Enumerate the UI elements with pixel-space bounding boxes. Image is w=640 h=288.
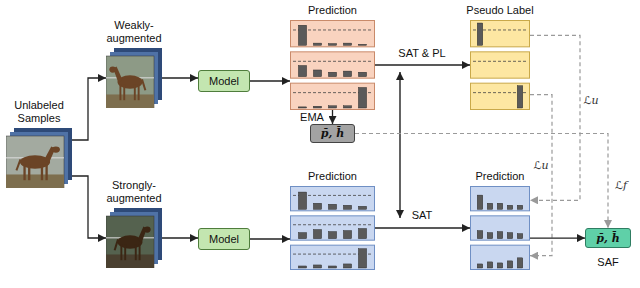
connector xyxy=(162,237,198,238)
prediction-panels: Prediction xyxy=(470,186,530,270)
connector xyxy=(72,78,106,140)
model-box: Model xyxy=(198,228,250,250)
connector xyxy=(72,176,106,238)
output-box: p̄, h̄ xyxy=(585,228,631,248)
connector xyxy=(250,238,290,239)
edge-label: ℒu xyxy=(531,159,550,172)
probability-panels xyxy=(290,20,375,110)
prediction-panels: Prediction xyxy=(290,20,375,110)
connector xyxy=(530,237,585,238)
probability-panels xyxy=(290,186,375,270)
double-arrow xyxy=(399,72,400,218)
connector xyxy=(375,227,470,228)
connector xyxy=(375,64,470,65)
edge-label: EMA xyxy=(298,111,326,124)
connector xyxy=(332,110,333,124)
heading-label: Pseudo Label xyxy=(460,4,540,17)
heading-label: Strongly-augmented xyxy=(94,179,174,205)
image-stack: Strongly-augmented xyxy=(106,208,162,268)
box-label: Model xyxy=(209,233,239,246)
heading-label: Prediction xyxy=(460,170,540,183)
pseudo-label-panels: Pseudo Label xyxy=(470,20,530,110)
heading-label: Prediction xyxy=(288,4,378,17)
image-stack: Unlabeled Samples xyxy=(6,128,72,188)
probability-panels xyxy=(470,20,530,110)
edge-label: SAT & PL xyxy=(396,47,447,60)
dashed-connector xyxy=(355,134,608,229)
box-label: p̄, h̄ xyxy=(321,127,344,140)
prediction-panels: Prediction xyxy=(290,186,375,270)
method-label: SAF xyxy=(595,256,620,269)
ema-box: p̄, h̄ xyxy=(310,124,355,143)
probability-panels xyxy=(470,186,530,270)
edge-label: ℒu xyxy=(581,94,600,107)
image-stack-art xyxy=(106,48,162,108)
connector xyxy=(162,77,198,78)
box-label: Model xyxy=(209,75,239,88)
image-stack-art xyxy=(6,128,72,188)
edge-label: SAT xyxy=(410,209,435,222)
dashed-connector xyxy=(530,35,580,200)
heading-label: Prediction xyxy=(288,170,378,183)
model-box: Model xyxy=(198,70,250,92)
heading-label: Unlabeled Samples xyxy=(3,99,75,125)
edge-label: ℒf xyxy=(613,179,629,192)
image-stack: Weakly-augmented xyxy=(106,48,162,108)
dashed-connector xyxy=(530,95,552,256)
connector xyxy=(250,80,290,81)
heading-label: Weakly-augmented xyxy=(98,19,170,45)
box-label: p̄, h̄ xyxy=(596,232,619,245)
image-stack-art xyxy=(106,208,162,268)
